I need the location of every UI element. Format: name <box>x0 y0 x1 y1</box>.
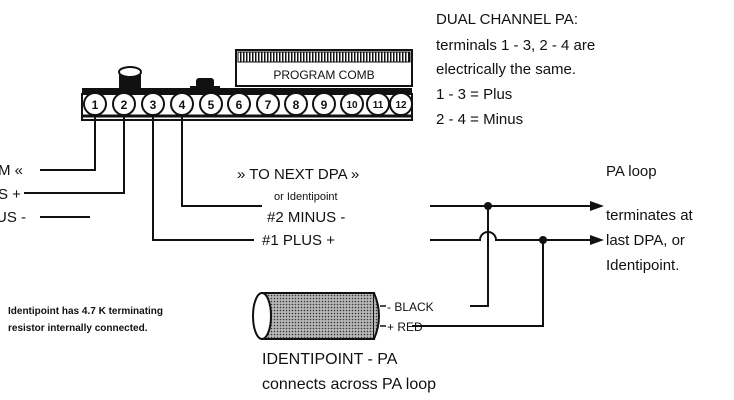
pa-loop-note: PA loop terminates at last DPA, or Ident… <box>606 163 694 274</box>
terminal-number: 1 <box>92 98 99 112</box>
program-comb-label: PROGRAM COMB <box>273 68 374 82</box>
wire-terminal-4 <box>181 116 262 207</box>
terminal-4: 4 <box>170 92 194 116</box>
terminal-number: 11 <box>373 100 384 111</box>
red-wire-drop <box>412 240 544 327</box>
next-dpa-wiring: » TO NEXT DPA » or Identipoint #2 MINUS … <box>152 116 604 327</box>
note-line-3: electrically the same. <box>436 61 576 78</box>
identipoint-caption-line-1: IDENTIPOINT - PA <box>262 351 398 368</box>
terminal-block: PROGRAM COMB 1 2 3 <box>81 49 413 121</box>
identipoint-body <box>261 292 375 340</box>
pa-loop-line-1: PA loop <box>606 163 657 180</box>
note-line-4: 1 - 3 = Plus <box>436 86 512 103</box>
left-label-3: US - <box>0 209 26 226</box>
plus-loop-line <box>430 231 590 241</box>
terminal-11: 11 <box>366 92 390 116</box>
terminal-number: 8 <box>293 98 300 112</box>
block-top-bar <box>82 88 412 94</box>
terminal-2: 2 <box>112 92 136 116</box>
terminal-number: 10 <box>346 100 358 111</box>
left-label-2: S + <box>0 186 21 203</box>
wire-terminal-3 <box>152 116 254 241</box>
identipoint-rounded-end <box>373 292 380 340</box>
dual-channel-note: DUAL CHANNEL PA: terminals 1 - 3, 2 - 4 … <box>436 11 595 128</box>
terminal-12: 12 <box>389 92 413 116</box>
terminal-1: 1 <box>83 92 107 116</box>
note-title: DUAL CHANNEL PA: <box>436 11 578 28</box>
black-wire-drop <box>470 206 489 307</box>
terminal-number: 3 <box>150 98 157 112</box>
identipoint-note-line-1: Identipoint has 4.7 K terminating <box>8 306 163 317</box>
terminal-6: 6 <box>227 92 251 116</box>
terminal-number: 4 <box>179 98 186 112</box>
program-comb-pins <box>237 51 411 63</box>
note-line-2: terminals 1 - 3, 2 - 4 are <box>436 37 595 54</box>
terminal-7: 7 <box>256 92 280 116</box>
pa-loop-line-2: terminates at <box>606 207 694 224</box>
terminal-number: 5 <box>208 98 215 112</box>
or-identipoint-label: or Identipoint <box>274 191 338 203</box>
terminal-5: 5 <box>199 92 223 116</box>
red-label: + RED <box>387 320 423 334</box>
terminal-number: 2 <box>121 98 128 112</box>
terminal-3: 3 <box>141 92 165 116</box>
terminal-number: 7 <box>265 98 272 112</box>
note-line-5: 2 - 4 = Minus <box>436 111 523 128</box>
minus-label: #2 MINUS - <box>267 209 345 226</box>
pa-loop-line-4: Identipoint. <box>606 257 679 274</box>
minus-arrowhead <box>590 201 604 211</box>
left-label-1: M « <box>0 162 23 179</box>
plus-label: #1 PLUS + <box>262 232 335 249</box>
terminal-9: 9 <box>312 92 336 116</box>
black-label: - BLACK <box>387 300 434 314</box>
to-next-dpa-label: » TO NEXT DPA » <box>237 166 359 183</box>
terminal-number: 6 <box>236 98 243 112</box>
wire-terminal-2 <box>24 116 125 194</box>
identipoint-note-line-2: resistor internally connected. <box>8 323 148 334</box>
terminal-number: 12 <box>395 100 407 111</box>
plus-arrowhead <box>590 235 604 245</box>
identipoint-device: Identipoint has 4.7 K terminating resist… <box>8 292 436 393</box>
identipoint-caption-line-2: connects across PA loop <box>262 376 436 393</box>
left-wiring: M « S + US - <box>0 116 125 226</box>
terminal-8: 8 <box>284 92 308 116</box>
terminal-10: 10 <box>340 92 364 116</box>
identipoint-end-cap <box>252 292 272 340</box>
pa-loop-line-3: last DPA, or <box>606 232 685 249</box>
terminal-number: 9 <box>321 98 328 112</box>
wire-terminal-1 <box>40 116 96 171</box>
